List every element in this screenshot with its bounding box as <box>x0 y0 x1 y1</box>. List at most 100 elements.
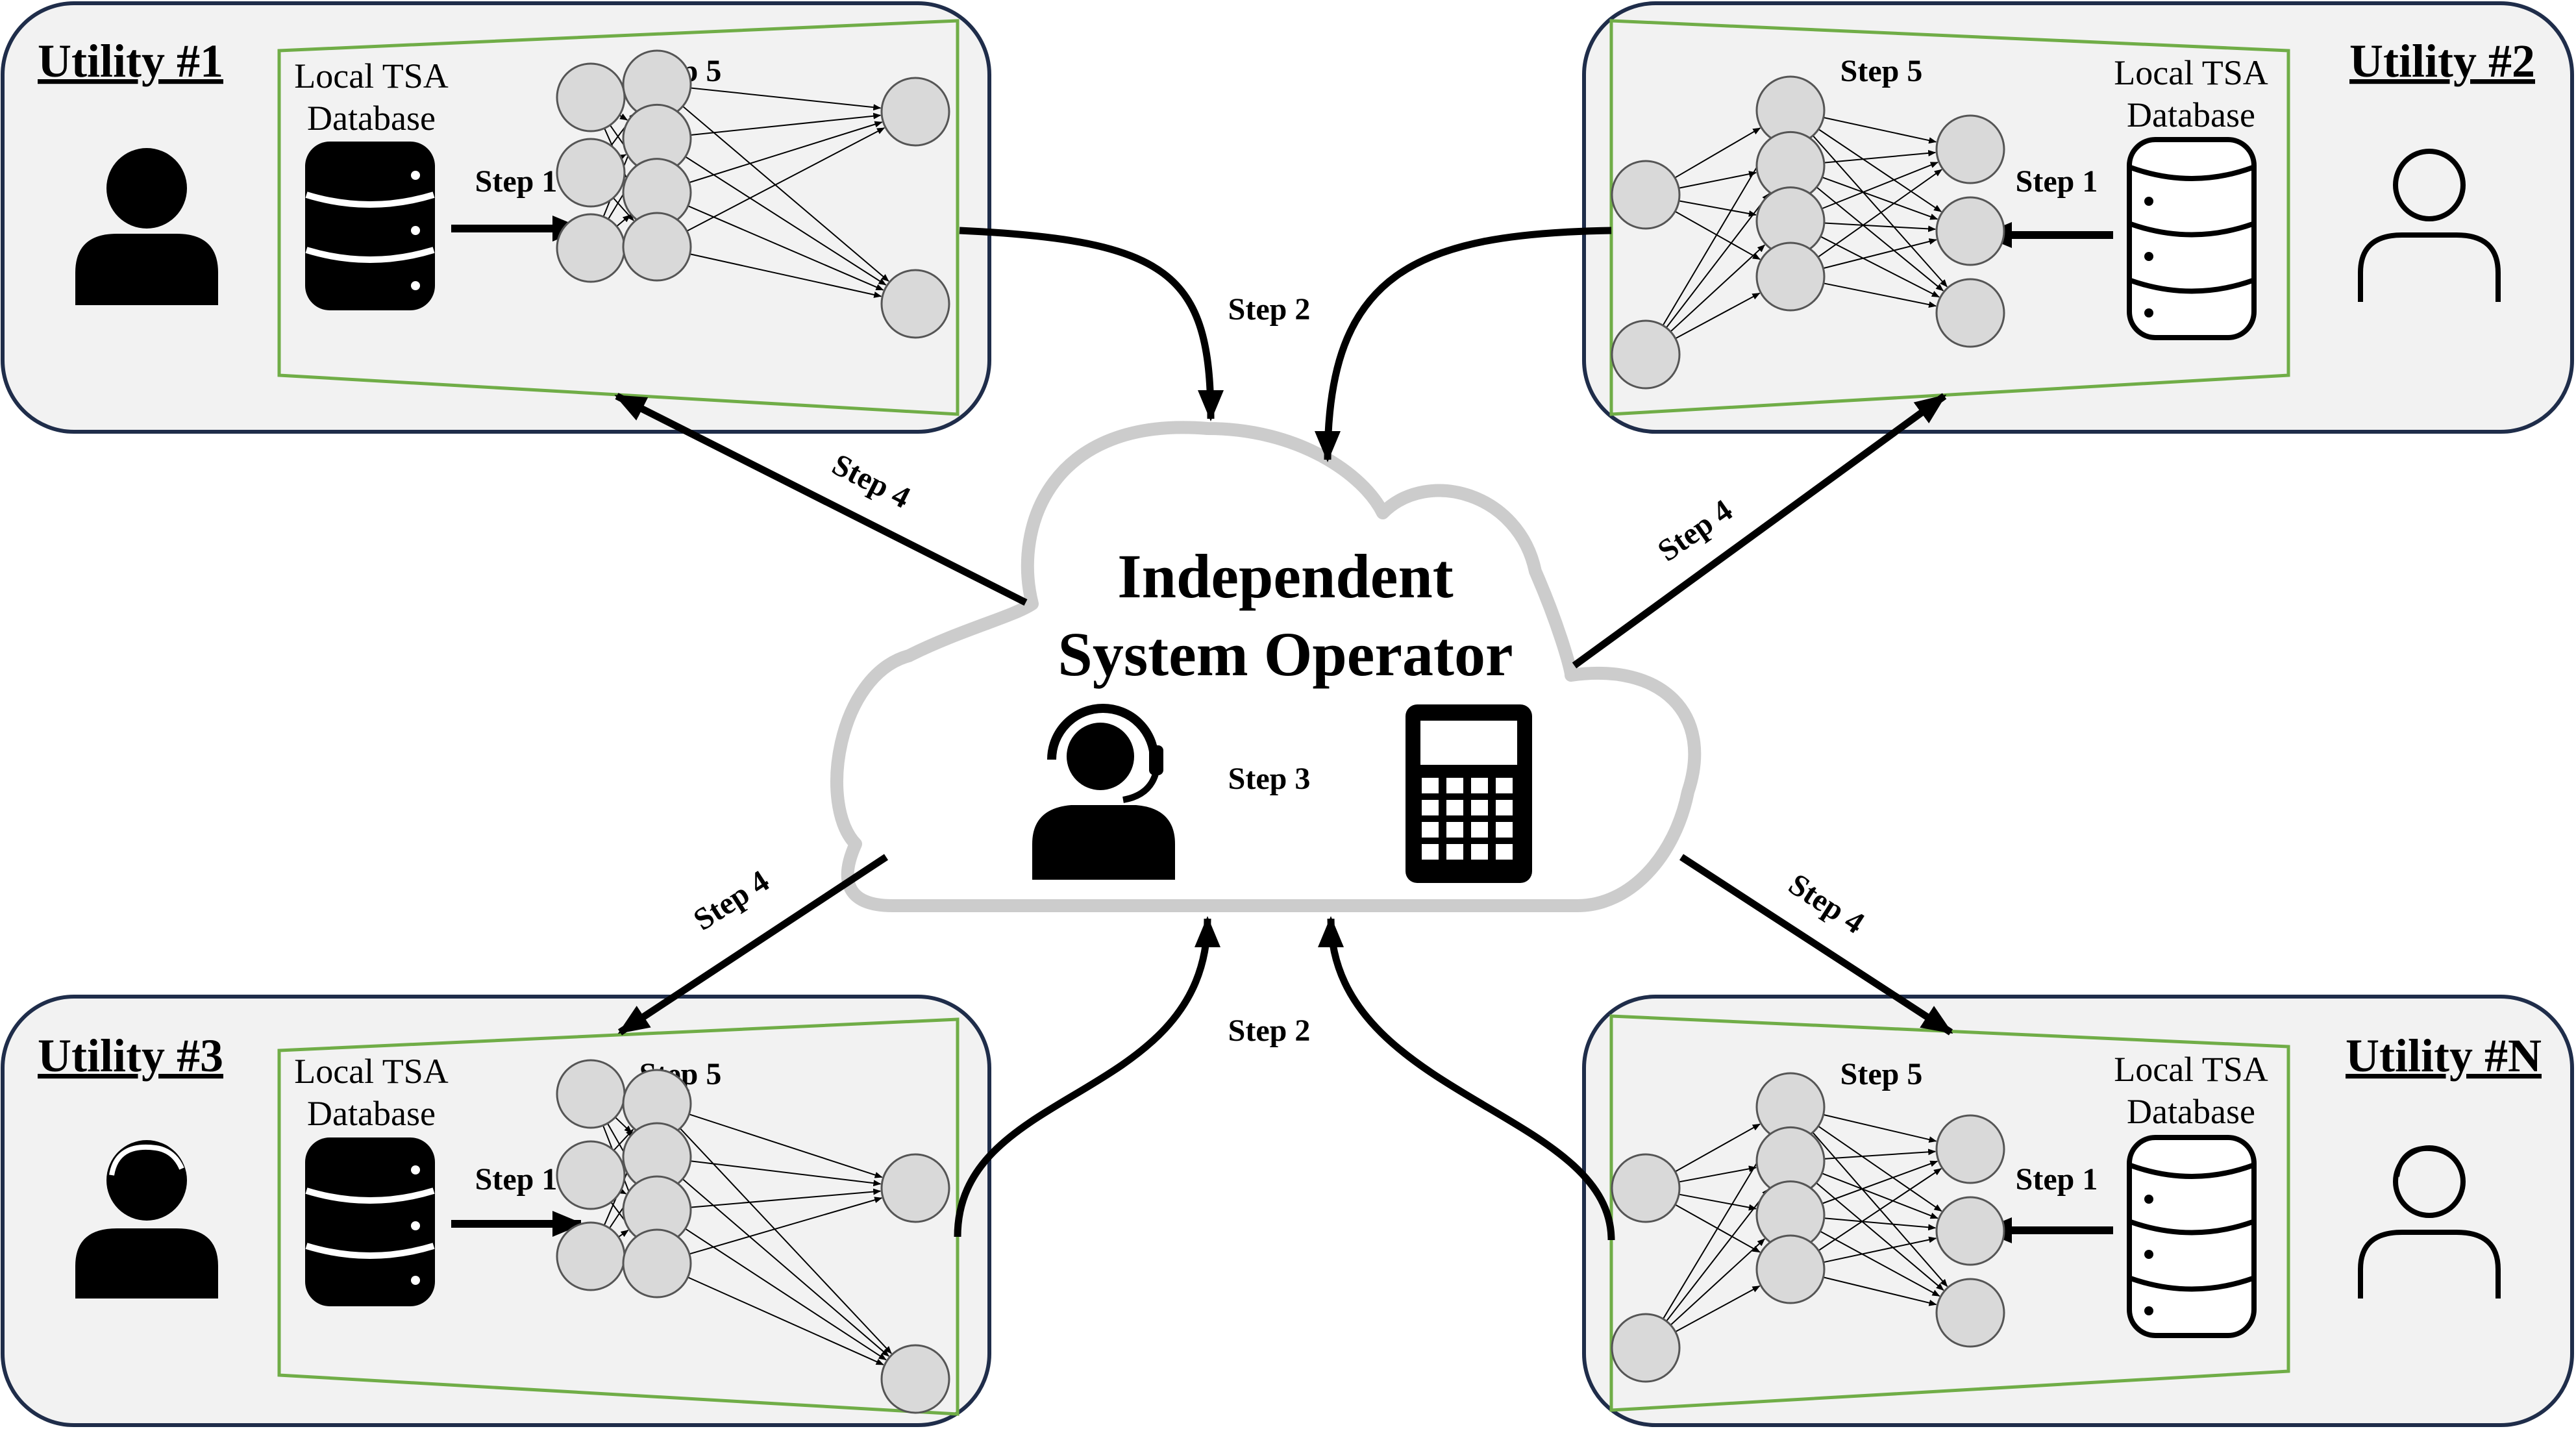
db-label-line1: Local TSA <box>294 1052 448 1091</box>
nn-connection <box>1818 129 1942 212</box>
nn-node <box>1935 1196 2005 1266</box>
step5-label: Step 5 <box>1840 54 1923 88</box>
nn-node <box>880 1344 950 1414</box>
db-label-line1: Local TSA <box>2114 1050 2268 1089</box>
db-label-line1: Local TSA <box>2114 53 2268 92</box>
model-frame <box>1609 1014 2290 1412</box>
nn-connection <box>619 113 628 121</box>
nn-connection <box>1662 1136 1774 1319</box>
cloud-title-line1: Independent <box>1117 541 1454 611</box>
nn-connection <box>1675 1285 1761 1333</box>
nn-connection <box>1824 1217 1937 1231</box>
nn-node <box>1935 1114 2005 1184</box>
nn-connection <box>690 112 882 136</box>
nn-connection <box>1678 200 1757 217</box>
step4-label-bl: Step 4 <box>687 864 775 937</box>
nn-connection <box>1666 1188 1770 1322</box>
cloud-title-line2: System Operator <box>1058 619 1513 689</box>
step4-arrow-u2 <box>1572 393 1947 669</box>
db-label-line2: Database <box>2127 1092 2255 1131</box>
nn-node <box>622 212 692 282</box>
step2-arrow-u1 <box>959 227 1224 421</box>
nn-connection <box>1674 210 1761 260</box>
panel-frame <box>1582 1 2574 434</box>
nn-connection <box>1665 193 1770 329</box>
nn-connection <box>1674 1123 1761 1173</box>
headset-operator-icon <box>1032 704 1175 880</box>
database-icon <box>2127 1135 2257 1338</box>
nn-connection <box>682 105 889 282</box>
nn-connection <box>1821 162 1938 210</box>
step4-arrow-u1 <box>614 393 1028 606</box>
nn-connection <box>682 1178 889 1357</box>
nn-connection <box>1670 1238 1765 1326</box>
nn-connection <box>1818 1125 1942 1212</box>
panel-frame <box>1 995 991 1427</box>
nn-node <box>556 62 626 132</box>
nn-connection <box>1824 222 1937 232</box>
nn-connection <box>689 121 883 184</box>
nn-connection <box>1678 1193 1757 1211</box>
nn-node <box>880 269 950 339</box>
calculator-icon <box>1406 704 1532 883</box>
nn-connection <box>1823 1113 1937 1143</box>
step1-label: Step 1 <box>2016 1162 2098 1197</box>
nn-connection <box>685 156 887 286</box>
nn-node <box>556 213 626 283</box>
panel-frame <box>1582 995 2574 1427</box>
nn-connection <box>1823 117 1937 144</box>
person-filled-icon <box>75 148 218 305</box>
utility-title: Utility #2 <box>2349 35 2535 87</box>
nn-connection <box>1824 1149 1937 1160</box>
nn-connection <box>689 1197 883 1255</box>
nn-connection <box>1662 140 1774 326</box>
utility-panel-2: Utility #2 Local TSA Database Step 5 Ste… <box>1582 1 2574 434</box>
model-frame <box>277 19 960 416</box>
model-frame <box>277 1017 960 1416</box>
nn-connection <box>1823 238 1937 269</box>
nn-connection <box>687 1276 884 1365</box>
step4-arrow-un <box>1679 854 1953 1036</box>
step2-label-bottom: Step 2 <box>1228 1013 1311 1048</box>
utility-panel-n: Utility #N Local TSA Database Step 5 Ste… <box>1582 995 2574 1427</box>
utility-title: Utility #1 <box>38 35 223 87</box>
nn-connection <box>1678 171 1757 189</box>
nn-node <box>1611 1313 1681 1383</box>
nn-node <box>1755 242 1826 312</box>
nn-node <box>556 138 626 208</box>
nn-connection <box>1812 135 1948 288</box>
database-icon <box>2127 137 2257 340</box>
nn-connection <box>1816 1182 1944 1291</box>
nn-node <box>1611 319 1681 390</box>
nn-node <box>880 77 950 147</box>
nn-connection <box>1678 1165 1757 1183</box>
step1-label: Step 1 <box>2016 164 2098 199</box>
neural-network-icon <box>1611 75 2005 390</box>
nn-connection <box>689 253 882 298</box>
db-label-line1: Local TSA <box>294 56 448 95</box>
nn-connection <box>689 1113 883 1178</box>
nn-connection <box>1823 1236 1937 1263</box>
person-short-hair-outline-icon <box>2358 1145 2501 1299</box>
nn-connection <box>1670 244 1766 332</box>
nn-connection <box>1674 127 1761 179</box>
nn-connection <box>1820 1230 1940 1297</box>
nn-connection <box>690 87 882 111</box>
panel-frame <box>1 1 991 434</box>
neural-network-icon <box>556 1059 950 1414</box>
nn-node <box>1935 1278 2005 1348</box>
nn-connection <box>1816 186 1944 292</box>
nn-connection <box>686 127 886 232</box>
nn-node <box>556 1059 626 1129</box>
nn-node <box>1755 1234 1826 1304</box>
neural-network-icon <box>1611 1072 2005 1383</box>
utility-panel-3: Utility #3 Local TSA Database Step 5 Ste… <box>1 995 991 1427</box>
nn-node <box>1935 196 2005 266</box>
step1-label: Step 1 <box>475 1162 558 1197</box>
nn-node <box>880 1153 950 1223</box>
nn-node <box>1611 160 1681 230</box>
nn-connection <box>1820 236 1940 298</box>
database-icon <box>305 142 435 310</box>
neural-network-icon <box>556 49 950 339</box>
